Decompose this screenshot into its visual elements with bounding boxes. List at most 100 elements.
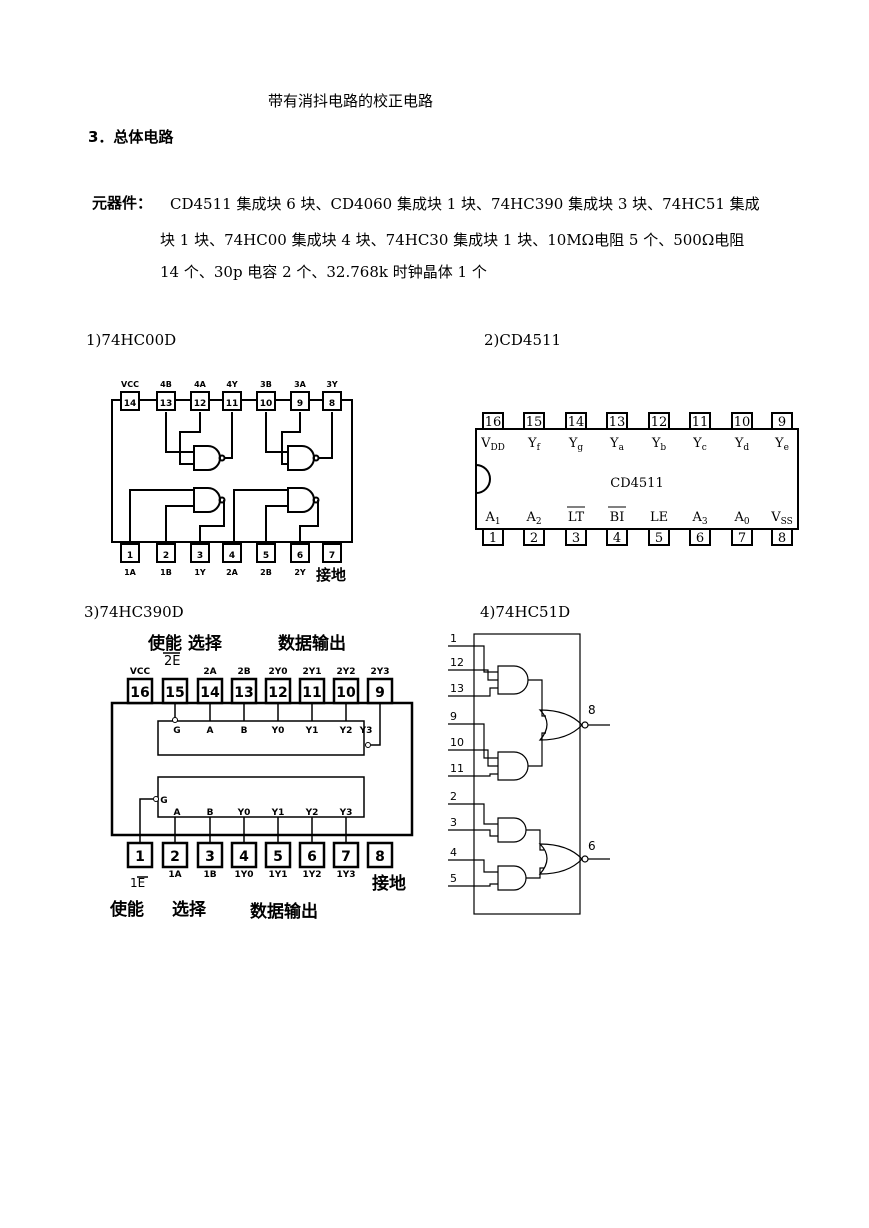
svg-text:1B: 1B [160,568,172,577]
cd4511-top-pin: 9Ye [771,412,793,453]
svg-text:BI: BI [610,510,625,525]
hc51-input-label: 9 [450,710,457,723]
hc390-u2-label: B [207,808,214,818]
svg-text:8: 8 [375,849,385,865]
hc51-input-label: 12 [450,656,464,669]
hc390-bottom-pin: 8 [366,841,394,869]
hc390-enable-bottom: 使能 [109,899,144,920]
svg-text:3: 3 [572,531,580,546]
hc390-bottom-pin: 31B [196,841,224,880]
hc390-u2-label: Y1 [271,808,285,818]
hc390-2e-label: 2E [164,654,181,669]
hc51-input-label: 2 [450,790,457,803]
hc390-bottom-pin: 2 1A [161,841,189,880]
section-heading: 3．总体电路 [88,128,174,146]
figure-label-cd4511: 2)CD4511 [484,331,562,349]
hc390-u1-label: Y0 [271,726,285,736]
svg-text:2Y2: 2Y2 [336,667,355,677]
hc00-top-pin: 83Y [322,380,342,411]
svg-text:10: 10 [734,415,751,430]
hc00-bottom-pin: 1 1A [120,543,140,577]
svg-text:3A: 3A [294,380,307,389]
svg-text:A2: A2 [525,510,541,527]
hc00-bottom-pin: 31Y [190,543,210,577]
svg-text:Yf: Yf [527,436,541,453]
hc51-input-label: 10 [450,736,464,749]
svg-text:1Y1: 1Y1 [268,870,287,880]
svg-text:Yd: Yd [734,436,750,453]
hc00-top-pin: 9 3A [290,380,310,411]
svg-text:VSS: VSS [770,510,793,527]
hc390-data-output-top: 数据输出 [278,633,346,654]
svg-text:9: 9 [778,415,786,430]
svg-text:1A: 1A [124,568,137,577]
hc390-u1-label: Y2 [339,726,353,736]
svg-text:Ya: Ya [609,436,625,453]
hc51-input-label: 4 [450,846,457,859]
svg-text:2B: 2B [260,568,272,577]
svg-text:6: 6 [297,551,303,561]
svg-text:14: 14 [568,415,585,430]
svg-text:4B: 4B [160,380,172,389]
svg-text:13: 13 [234,685,253,701]
svg-text:A3: A3 [691,510,707,527]
hc00-bottom-pin: 62Y [290,543,310,577]
svg-text:1A: 1A [168,870,181,880]
hc390-select-bottom: 选择 [172,899,207,920]
hc51-output-6: 6 [588,839,596,853]
svg-text:4: 4 [229,551,235,561]
hc51-output-8: 8 [588,703,596,717]
svg-text:1Y3: 1Y3 [336,870,355,880]
cd4511-bottom-pin: VSS 8 [770,510,793,546]
hc390-u1-label: A [207,726,214,736]
components-line-3: 14 个、30p 电容 2 个、32.768k 时钟晶体 1 个 [160,263,487,281]
svg-text:5: 5 [263,551,269,561]
svg-text:4: 4 [239,849,249,865]
svg-text:6: 6 [696,531,704,546]
svg-text:2Y3: 2Y3 [370,667,389,677]
hc390-u1-label: Y1 [305,726,319,736]
svg-text:1: 1 [135,849,145,865]
hc00-bottom-pin: 42A [222,543,242,577]
svg-text:13: 13 [160,399,173,409]
svg-text:1Y0: 1Y0 [234,870,253,880]
svg-text:Yg: Yg [568,436,584,453]
components-line-2: 块 1 块、74HC00 集成块 4 块、74HC30 集成块 1 块、10MΩ… [160,231,745,249]
svg-text:VCC: VCC [121,380,139,389]
hc00-top-pin: 13 4B [156,380,176,411]
hc51-input-label: 11 [450,762,464,775]
hc390-ground-label: 接地 [372,873,406,894]
svg-text:4: 4 [613,531,621,546]
svg-text:16: 16 [130,685,149,701]
svg-text:9: 9 [297,399,303,409]
svg-text:LT: LT [568,510,585,525]
hc390-u1-label: Y3 [359,726,373,736]
svg-text:12: 12 [651,415,668,430]
svg-text:1B: 1B [203,870,216,880]
svg-text:Yb: Yb [651,436,667,453]
svg-text:11: 11 [226,399,239,409]
circuit-caption: 带有消抖电路的校正电路 [268,92,434,110]
svg-text:8: 8 [778,531,786,546]
svg-text:16: 16 [485,415,502,430]
svg-text:2: 2 [530,531,538,546]
hc390-top-pin: 15 [161,677,189,705]
svg-text:3B: 3B [260,380,272,389]
svg-text:1: 1 [127,551,133,561]
svg-text:1Y: 1Y [194,568,206,577]
svg-text:7: 7 [329,551,335,561]
svg-text:2: 2 [170,849,180,865]
